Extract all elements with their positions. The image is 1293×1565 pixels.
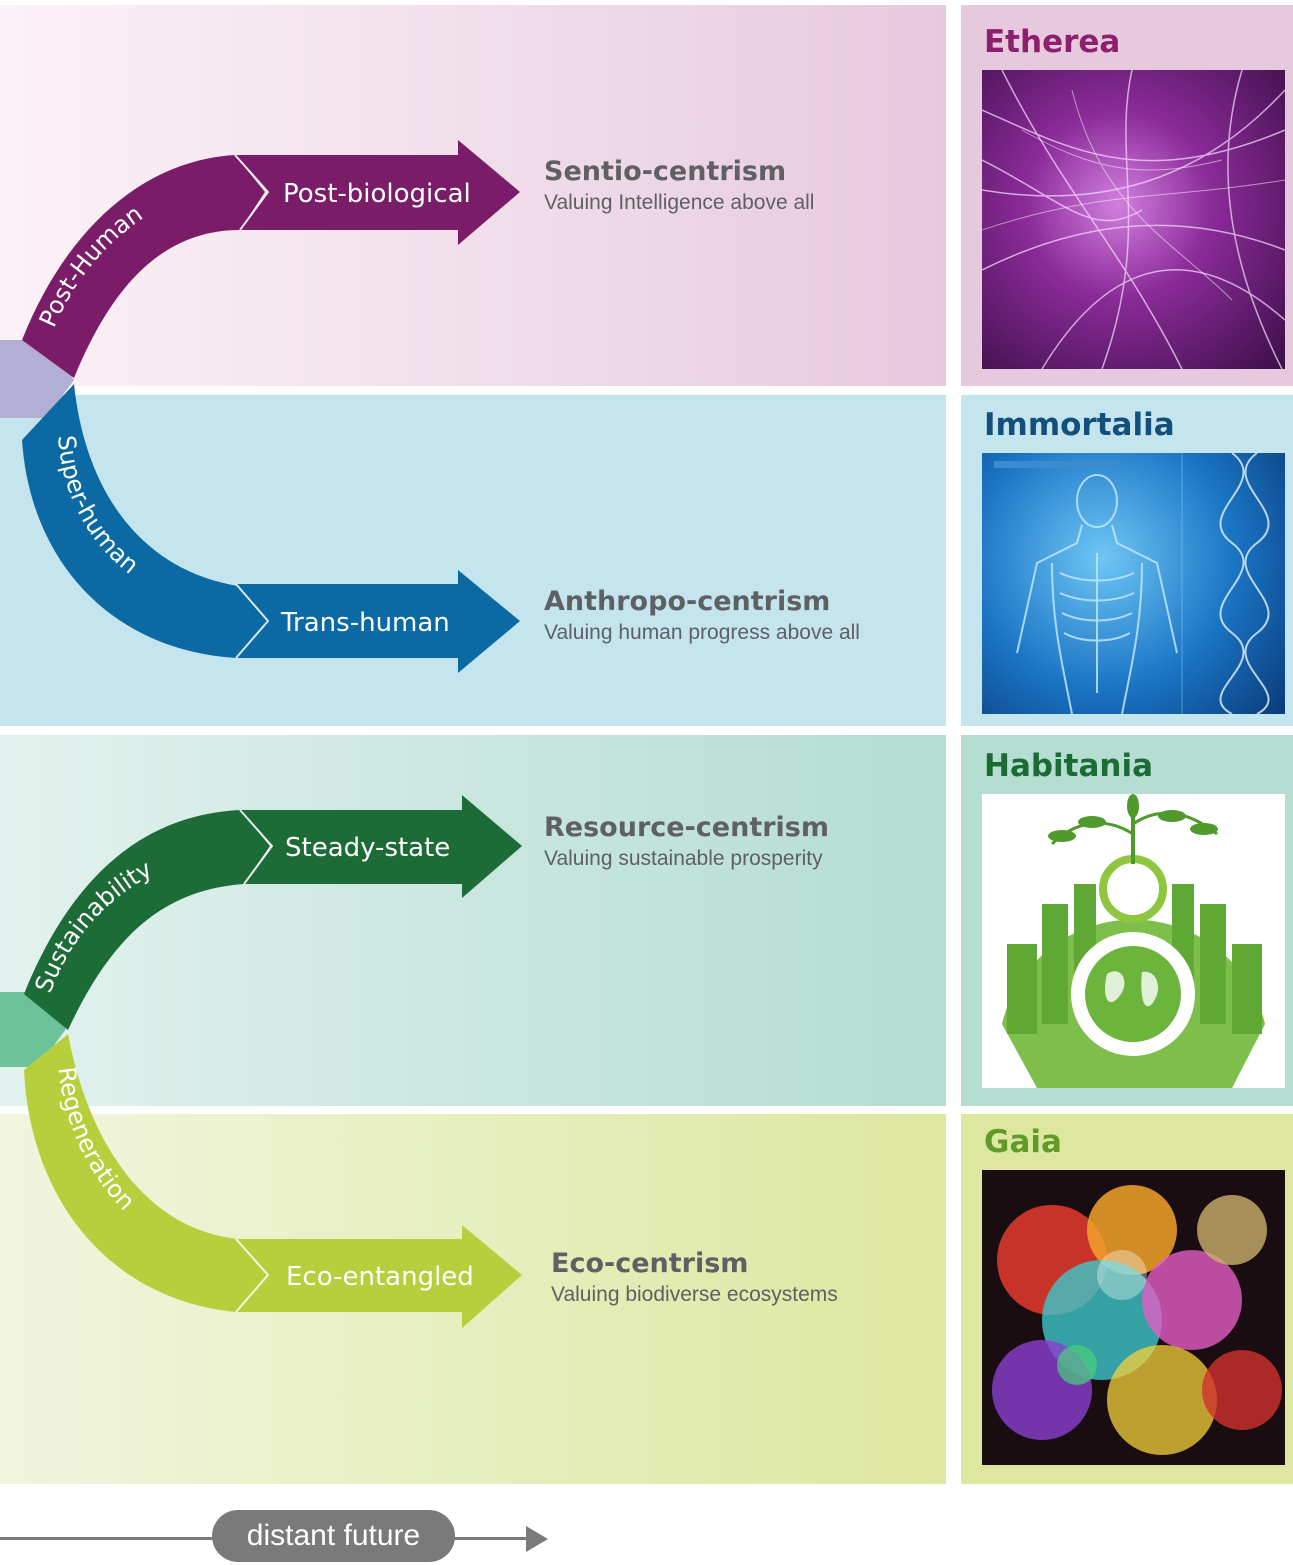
human-body-dna-image <box>982 453 1285 714</box>
neural-network-image <box>982 70 1285 369</box>
green-city-globe-image <box>982 794 1285 1088</box>
world-title-immortalia: Immortalia <box>984 407 1175 443</box>
arrow-post-biological <box>235 140 520 245</box>
world-title-habitania: Habitania <box>984 748 1154 784</box>
arrow-steady-state <box>240 795 522 898</box>
curve-regeneration <box>24 1034 268 1312</box>
arrow-trans-human <box>236 570 520 673</box>
band-sustainability <box>0 735 946 1106</box>
curve-super-human <box>22 384 268 658</box>
centrism-description: Valuing biodiverse ecosystems <box>551 1283 838 1306</box>
futures-branch-diagram: Post-biological Trans-human Steady-state… <box>0 140 522 1328</box>
timeline-label: distant future <box>212 1510 455 1562</box>
arrow-label-post-biological: Post-biological <box>283 179 471 209</box>
centrism-title: Anthropo-centrism <box>544 586 831 617</box>
curve-post-human <box>22 155 265 378</box>
centrism-title: Eco-centrism <box>551 1248 749 1279</box>
colorful-fractal-nature-image <box>982 1170 1285 1465</box>
world-title-etherea: Etherea <box>984 24 1121 60</box>
arrow-label-trans-human: Trans-human <box>280 608 450 638</box>
curve-sustainability <box>24 810 270 1030</box>
centrism-anthropo: Anthropo-centrism Valuing human progress… <box>544 588 860 644</box>
centrism-eco: Eco-centrism Valuing biodiverse ecosyste… <box>551 1250 838 1306</box>
centrism-resource: Resource-centrism Valuing sustainable pr… <box>544 814 829 870</box>
arrow-label-steady-state: Steady-state <box>285 833 450 863</box>
arrow-eco-entangled <box>236 1225 522 1328</box>
timeline-arrowhead-icon <box>526 1526 548 1552</box>
world-title-gaia: Gaia <box>984 1124 1062 1160</box>
centrism-title: Resource-centrism <box>544 812 830 843</box>
centrism-description: Valuing human progress above all <box>544 621 860 644</box>
centrism-description: Valuing sustainable prosperity <box>544 847 823 870</box>
centrism-title: Sentio-centrism <box>544 156 787 187</box>
centrism-description: Valuing Intelligence above all <box>544 191 815 214</box>
centrism-sentio: Sentio-centrism Valuing Intelligence abo… <box>544 158 814 214</box>
arrow-label-eco-entangled: Eco-entangled <box>286 1262 474 1292</box>
